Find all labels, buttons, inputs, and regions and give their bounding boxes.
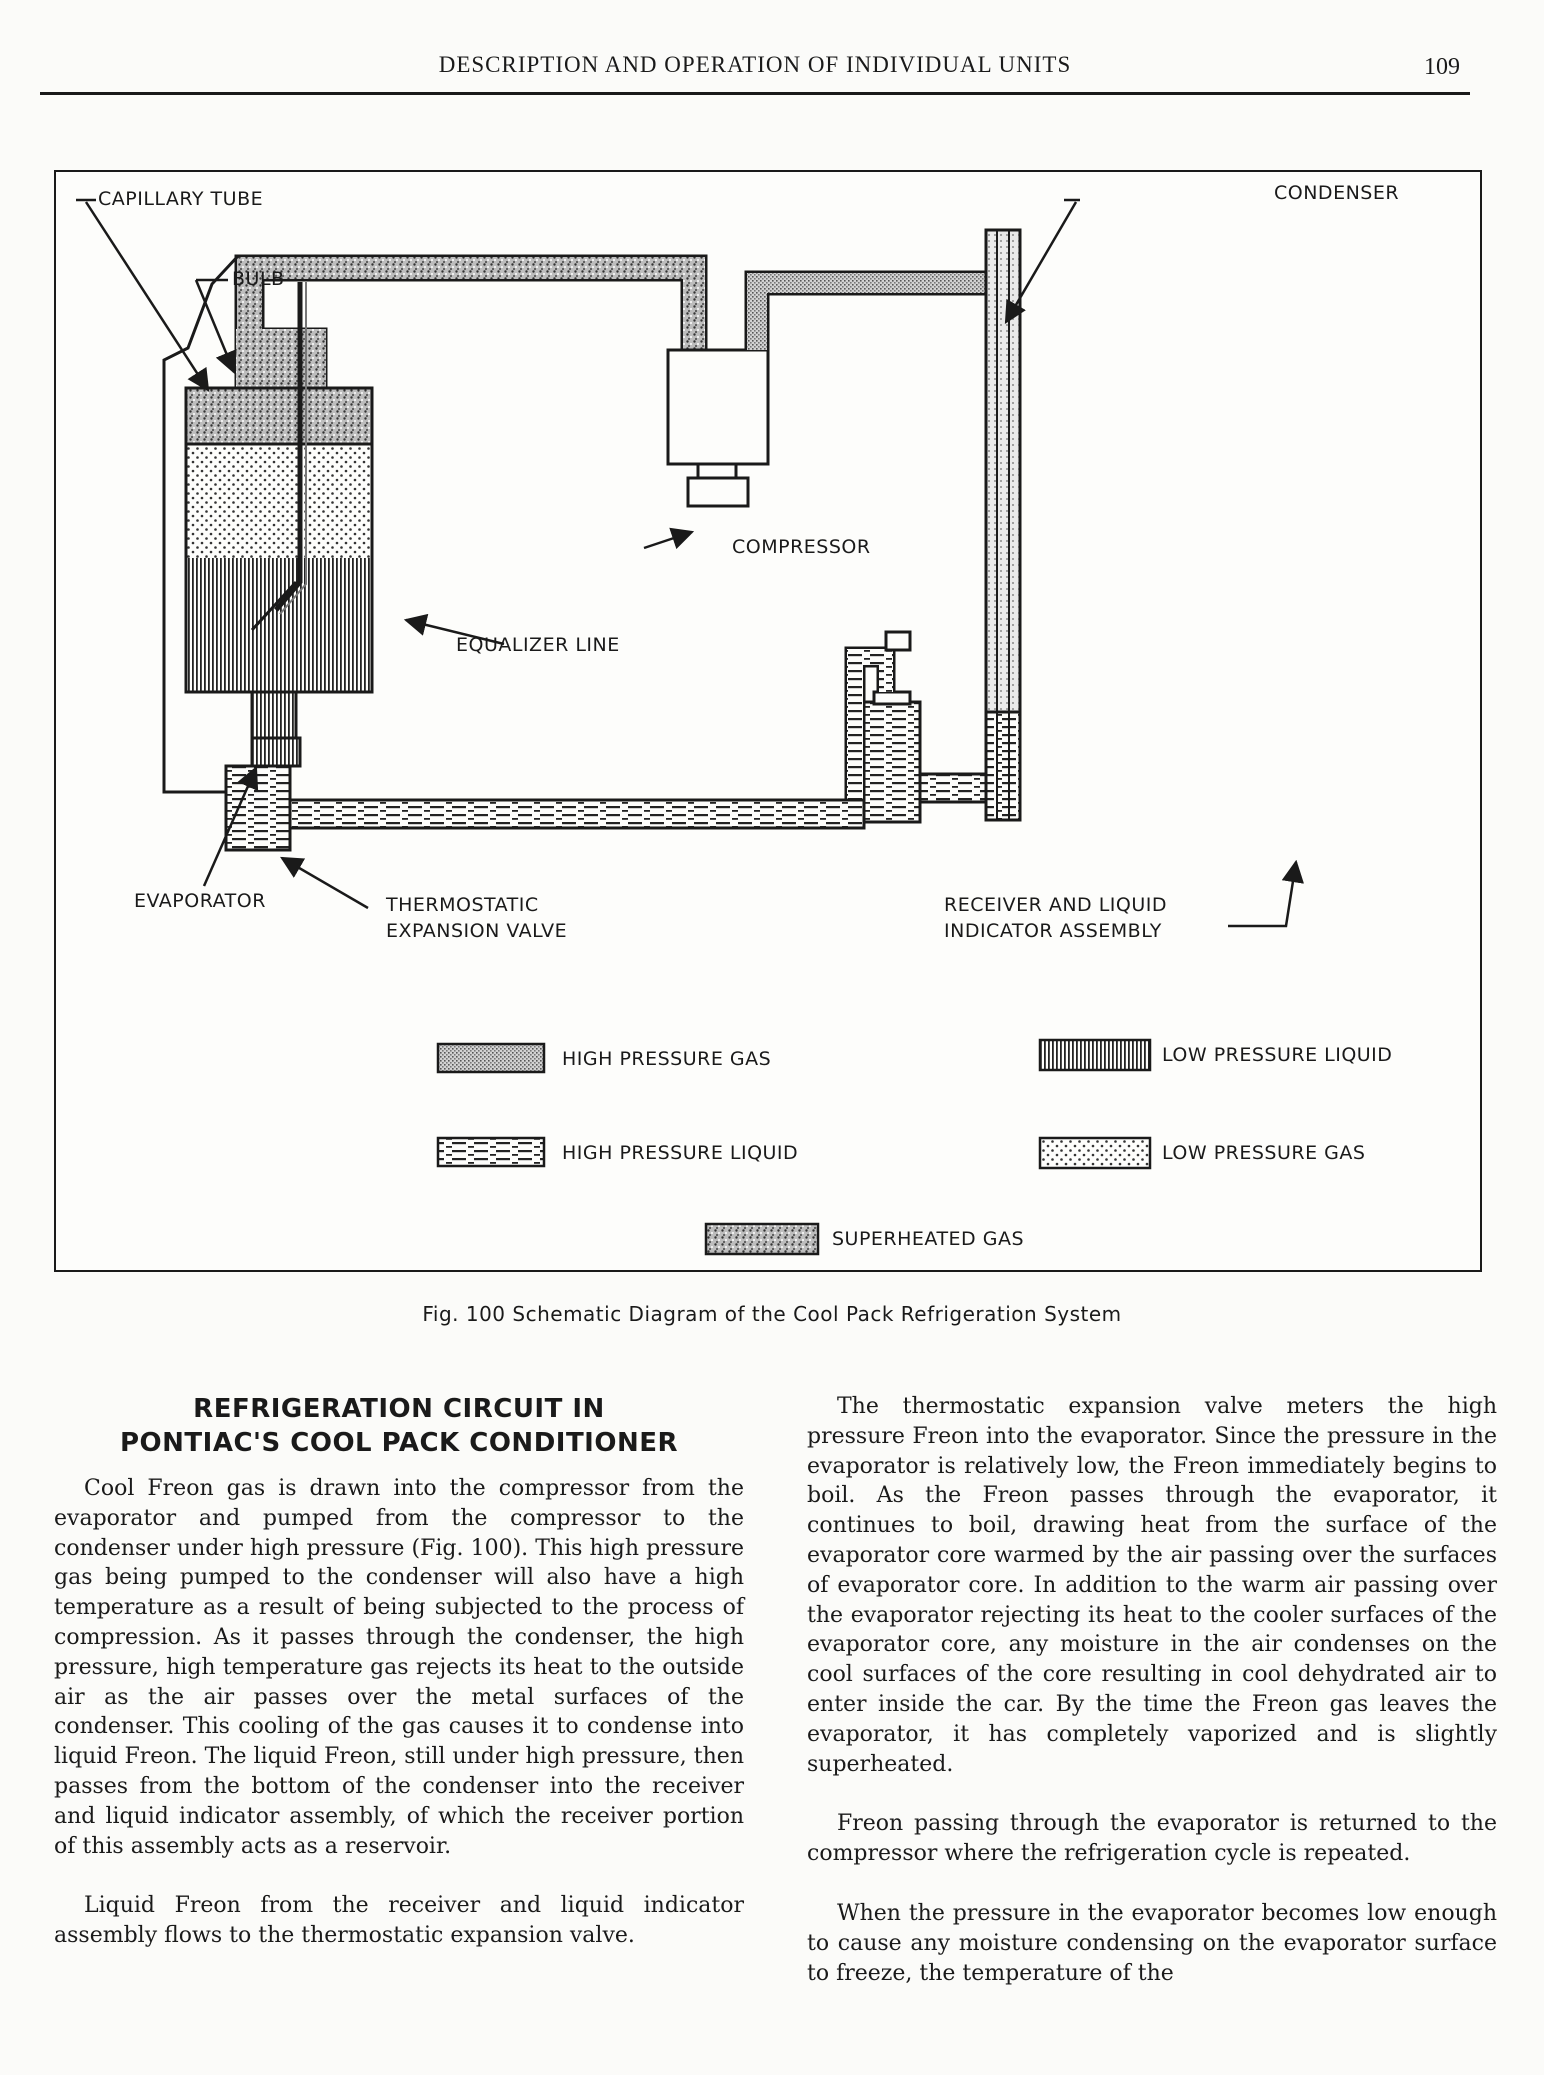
paragraph: The thermostatic expansion valve meters … bbox=[807, 1394, 1497, 1777]
legend-swatch-high-pressure-gas bbox=[436, 1042, 546, 1074]
legend-label-high-pressure-liquid: HIGH PRESSURE LIQUID bbox=[562, 1142, 799, 1164]
label-bulb: BULB bbox=[232, 268, 285, 290]
legend-label-low-pressure-liquid: LOW PRESSURE LIQUID bbox=[1162, 1044, 1393, 1066]
label-capillary-tube: CAPILLARY TUBE bbox=[98, 188, 264, 210]
paragraph: Liquid Freon from the receiver and liqui… bbox=[54, 1893, 744, 1949]
header-title: DESCRIPTION AND OPERATION OF INDIVIDUAL … bbox=[438, 52, 1072, 77]
label-evaporator: EVAPORATOR bbox=[134, 890, 266, 912]
page-number: 109 bbox=[1424, 54, 1460, 80]
evaporator-unit bbox=[184, 327, 374, 740]
legend-label-high-pressure-gas: HIGH PRESSURE GAS bbox=[562, 1048, 772, 1070]
label-receiver-line1: RECEIVER AND LIQUID bbox=[944, 894, 1167, 916]
page-header: DESCRIPTION AND OPERATION OF INDIVIDUAL … bbox=[40, 52, 1470, 95]
paragraph: When the pressure in the evaporator beco… bbox=[807, 1900, 1497, 1986]
article-right-column: The thermostatic expansion valve meters … bbox=[807, 1392, 1497, 2018]
section-heading-line1: REFRIGERATION CIRCUIT IN bbox=[193, 1394, 605, 1424]
article-left-column: REFRIGERATION CIRCUIT IN PONTIAC'S COOL … bbox=[54, 1392, 744, 1981]
legend-label-low-pressure-gas: LOW PRESSURE GAS bbox=[1162, 1142, 1366, 1164]
equalizer-line bbox=[274, 282, 303, 612]
legend-swatch-low-pressure-gas bbox=[1038, 1136, 1152, 1170]
compressor-unit bbox=[666, 348, 770, 508]
liquid-line bbox=[280, 798, 866, 830]
leader-arrows bbox=[76, 198, 1304, 928]
label-equalizer-line: EQUALIZER LINE bbox=[456, 634, 620, 656]
legend-label-superheated-gas: SUPERHEATED GAS bbox=[832, 1228, 1025, 1250]
section-heading-line2: PONTIAC'S COOL PACK CONDITIONER bbox=[120, 1428, 678, 1458]
suction-line bbox=[234, 254, 708, 350]
legend-swatch-superheated-gas bbox=[704, 1222, 820, 1256]
section-heading: REFRIGERATION CIRCUIT IN PONTIAC'S COOL … bbox=[54, 1392, 744, 1460]
label-condenser: CONDENSER bbox=[1274, 182, 1400, 204]
paragraph: Freon passing through the evaporator is … bbox=[807, 1811, 1497, 1867]
legend-swatches bbox=[436, 1038, 1152, 1256]
discharge-line bbox=[744, 270, 988, 350]
paragraph: Cool Freon gas is drawn into the compres… bbox=[54, 1476, 744, 1859]
label-compressor: COMPRESSOR bbox=[732, 536, 871, 558]
label-receiver-line2: INDICATOR ASSEMBLY bbox=[944, 920, 1162, 942]
figure-caption: Fig. 100 Schematic Diagram of the Cool P… bbox=[422, 1302, 1122, 1326]
label-expansion-valve-line2: EXPANSION VALVE bbox=[386, 920, 568, 942]
figure-frame: CAPILLARY TUBE BULB CONDENSER COMPRESSOR… bbox=[54, 170, 1482, 1272]
legend-swatch-high-pressure-liquid bbox=[436, 1136, 546, 1168]
label-expansion-valve-line1: THERMOSTATIC bbox=[386, 894, 539, 916]
refrigeration-schematic bbox=[76, 198, 1304, 1256]
condenser-unit bbox=[984, 228, 1022, 822]
legend-swatch-low-pressure-liquid bbox=[1038, 1038, 1152, 1072]
receiver-unit bbox=[844, 630, 988, 824]
expansion-valve bbox=[224, 736, 302, 852]
